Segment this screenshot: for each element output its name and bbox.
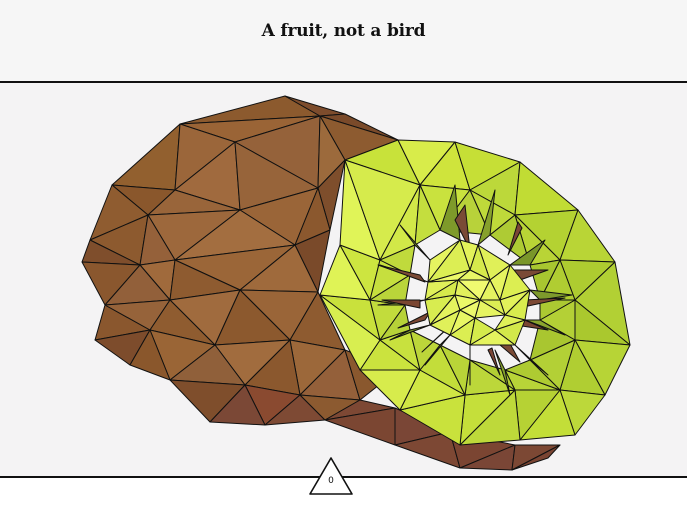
triangle-icon: [309, 457, 353, 495]
top-divider: [0, 81, 687, 83]
kiwi-whole-fruit: [81, 95, 561, 471]
page-title: A fruit, not a bird: [261, 21, 426, 41]
kiwi-cut-half: [319, 139, 631, 446]
bottom-divider: [0, 476, 687, 478]
header-bar: A fruit, not a bird: [0, 0, 687, 82]
counter-badge[interactable]: 0: [308, 456, 354, 496]
counter-value: 0: [328, 476, 334, 486]
